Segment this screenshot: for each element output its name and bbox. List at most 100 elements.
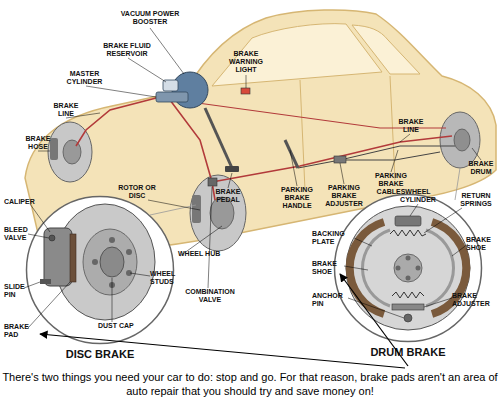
leader-line (424, 208, 462, 233)
brake-line (212, 136, 452, 182)
brake-pedal (225, 166, 239, 172)
part-label: MASTER CYLINDER (62, 70, 107, 86)
part-label: PARKING BRAKE ADJUSTER (322, 184, 366, 208)
brake-shoe (350, 222, 384, 314)
wheel-hub (63, 140, 81, 164)
slide-pin (40, 279, 51, 284)
brake-adjuster (392, 304, 424, 310)
wheel-stud (92, 259, 98, 265)
inset-circle-shape (335, 195, 482, 342)
wheel-stud (126, 270, 132, 276)
part-label: BRAKE ADJUSTER (452, 292, 498, 308)
combination-valve (208, 178, 217, 186)
leader-line (208, 187, 212, 288)
car-window (352, 25, 420, 74)
leader-line (452, 244, 468, 256)
part-label: BLEED VALVE (4, 226, 36, 242)
leader-line (150, 28, 184, 74)
wheel-hub (454, 129, 470, 151)
parking-brake-adjuster (334, 156, 346, 163)
leader-line (354, 238, 372, 246)
bleed-valve (49, 235, 55, 241)
wheel-stud (396, 266, 401, 271)
leader-line (112, 278, 113, 322)
part-label: CALIPER (4, 198, 44, 206)
backing-plate (346, 206, 470, 330)
brake-pad (70, 234, 76, 282)
parking-brake-cable (298, 146, 455, 168)
wheel-stud (406, 256, 411, 261)
part-label: VACUUM POWER BOOSTER (118, 10, 182, 26)
part-label: WHEEL CYLINDER (395, 188, 441, 204)
fluid-reservoir (163, 80, 178, 91)
front-wheel-disc (48, 122, 92, 182)
rotor-disc (55, 204, 155, 320)
caliper (44, 228, 72, 286)
part-label: ANCHOR PIN (312, 292, 348, 308)
anchor-pin (404, 314, 412, 322)
brake-line (76, 97, 160, 146)
leader-line (472, 148, 481, 160)
part-label: BRAKE LINE (50, 102, 82, 118)
inset-leader (455, 168, 460, 200)
leader-line (424, 298, 452, 307)
brake-pedal-arm (205, 108, 232, 168)
part-label: DUST CAP (98, 322, 148, 330)
wheel-cylinder (395, 216, 421, 226)
part-label: BRAKE WARNING LIGHT (225, 50, 267, 74)
circle-outline (333, 193, 483, 343)
leader-line (290, 150, 297, 186)
leader-line (228, 173, 232, 188)
part-label: BRAKE DRUM (465, 160, 497, 176)
leader-line (148, 200, 200, 210)
leader-line (86, 86, 156, 97)
part-label: RETURN SPRINGS (455, 192, 497, 208)
pointer-arrow (40, 334, 405, 368)
shoe-web (426, 230, 454, 306)
part-label: BRAKE PAD (4, 323, 34, 339)
hub (394, 254, 422, 282)
leader-line (348, 298, 404, 318)
leader-line (410, 204, 418, 216)
brake-line (170, 100, 215, 200)
inset-circle: DRUM BRAKE (333, 193, 483, 361)
leader-line (28, 282, 70, 328)
part-label: WHEEL STUDS (150, 270, 184, 286)
car-window (212, 24, 382, 86)
shoe-web (362, 230, 390, 306)
return-spring (390, 230, 426, 236)
inset-heading: DISC BRAKE (25, 348, 175, 360)
part-label: BRAKE SHOE (466, 236, 498, 252)
leader-line (30, 204, 50, 232)
inset-heading: DRUM BRAKE (333, 346, 483, 358)
leader-line (391, 150, 398, 172)
leader-line (344, 266, 368, 270)
vacuum-booster (172, 72, 208, 108)
wheel-stud (109, 237, 115, 243)
leader-line (28, 234, 49, 238)
wheel-stud (406, 276, 411, 281)
caliper-symbol (192, 195, 201, 223)
part-label: BRAKE HOSE (22, 135, 54, 151)
leader-lines (24, 28, 481, 328)
part-label: BRAKE LINE (395, 118, 427, 134)
part-label: ROTOR OR DISC (118, 184, 156, 200)
leader-line (24, 282, 40, 288)
part-label: WHEEL HUB (178, 250, 238, 258)
rear-wheel-drum (440, 112, 480, 168)
part-label: PARKING BRAKE HANDLE (276, 186, 318, 210)
leader-line (400, 134, 410, 142)
front-wheel-disc (190, 175, 246, 251)
part-label: BRAKE PEDAL (212, 188, 244, 204)
warning-light (241, 88, 250, 94)
part-label: BRAKE FLUID RESERVOIR (98, 42, 156, 58)
inset-leader (150, 205, 196, 215)
return-spring (392, 292, 424, 298)
parking-brake-handle (285, 140, 298, 168)
parking-brake-cable (340, 152, 440, 160)
leader-line (38, 151, 50, 152)
rotor-hat (83, 229, 137, 295)
